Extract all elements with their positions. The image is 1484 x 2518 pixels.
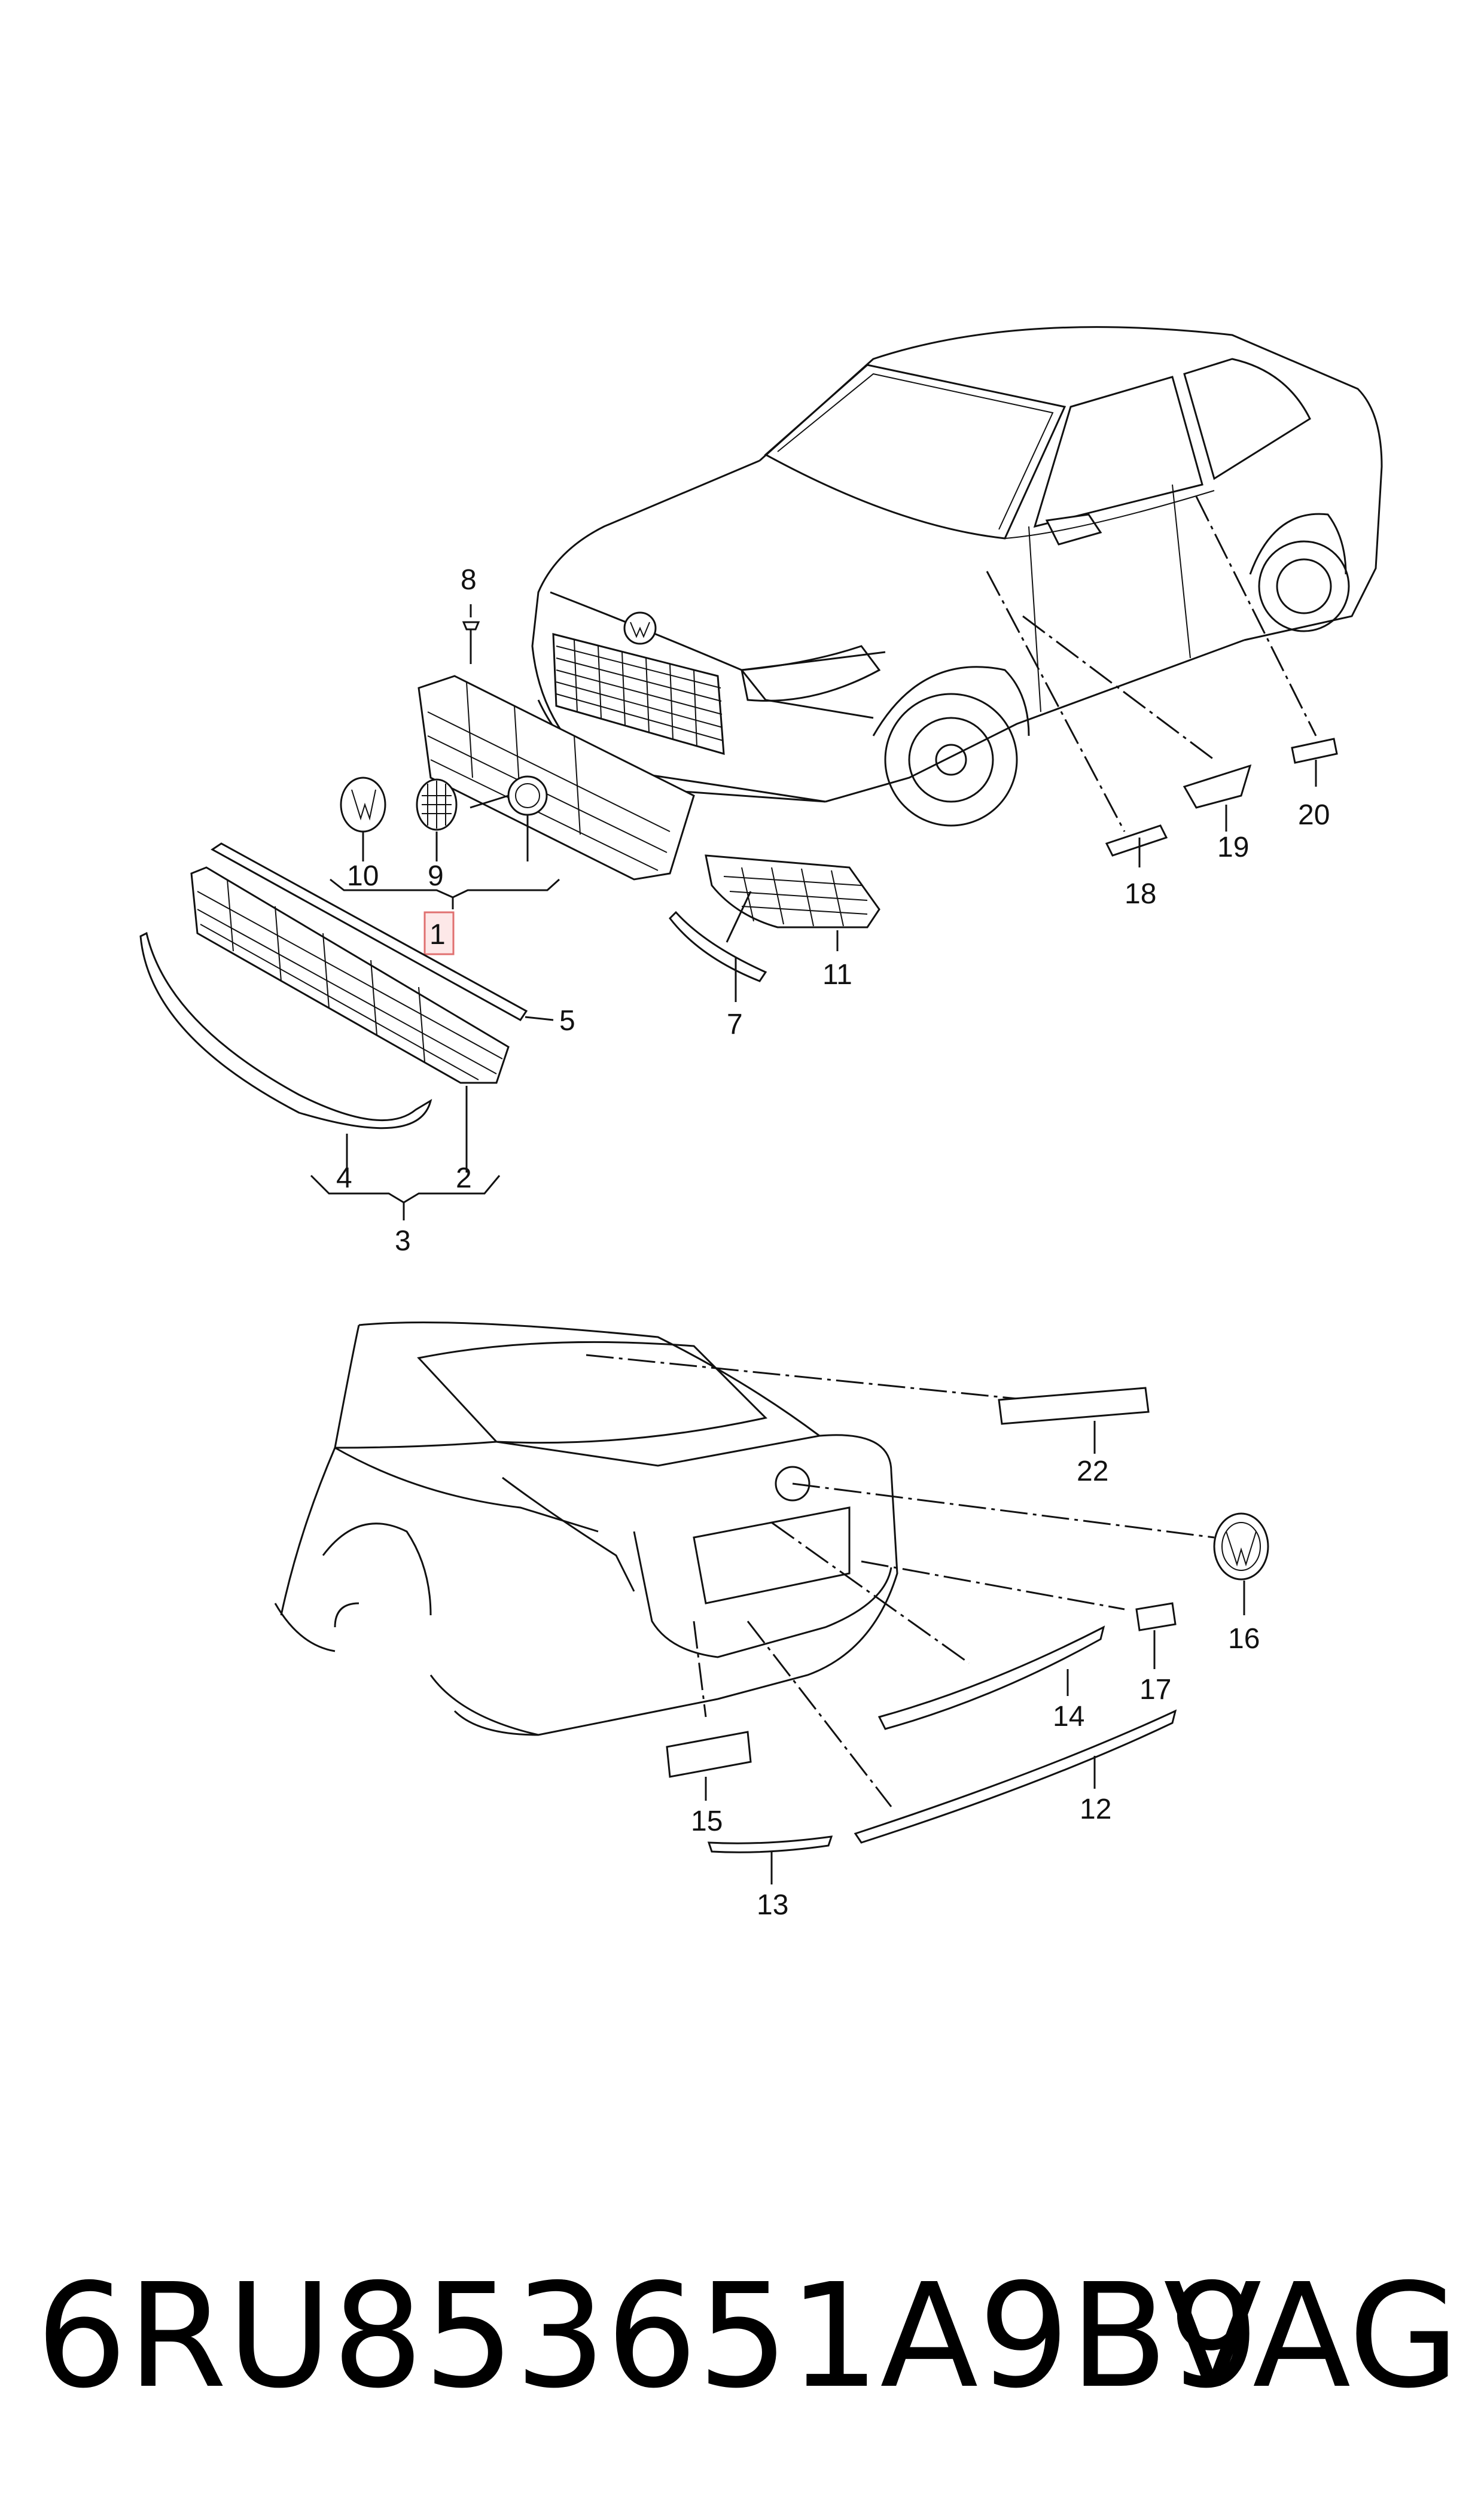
callout-10: 10 <box>347 860 379 892</box>
callout-labels: 8 10 9 1 5 11 7 4 2 3 18 19 20 22 16 14 … <box>336 564 1330 1921</box>
upper-grille-part <box>418 675 695 881</box>
callout-8: 8 <box>461 564 477 596</box>
callout-7: 7 <box>727 1009 743 1040</box>
part-number: 6RU853651A9B9 <box>36 2252 1260 2420</box>
emblem-part-10 <box>340 777 386 833</box>
rear-leader-lines <box>586 1354 1215 1807</box>
screw-part-8 <box>462 604 480 664</box>
front-car-illustration <box>531 326 1383 827</box>
fog-grille-part-11 <box>705 854 880 951</box>
trim-strip-part-5 <box>211 842 554 1021</box>
brand-label: VAG <box>1163 2252 1459 2420</box>
callout-19: 19 <box>1217 832 1249 863</box>
emblem-part-16 <box>1213 1512 1269 1615</box>
group-bracket-1 <box>330 794 560 955</box>
callout-3: 3 <box>395 1225 411 1257</box>
emblem-strip-part-18 <box>1105 824 1168 867</box>
group-bracket-3 <box>310 1174 501 1220</box>
callout-9: 9 <box>428 860 444 892</box>
lower-grille-part-2 <box>190 866 510 1173</box>
lower-trim-part-4 <box>139 931 432 1173</box>
callout-22: 22 <box>1077 1456 1108 1487</box>
callout-13: 13 <box>757 1889 788 1921</box>
trim-bar-part-22 <box>998 1387 1150 1454</box>
emblem-strip-part-19 <box>1183 764 1252 832</box>
callout-20: 20 <box>1298 799 1330 831</box>
footer: 6RU853651A9B9 VAG <box>36 2258 1459 2414</box>
emblem-strip-part-20 <box>1291 738 1338 787</box>
trim-strip-part-13 <box>707 1835 833 1884</box>
highlight-box-1 <box>423 911 455 955</box>
callout-11: 11 <box>822 959 852 991</box>
callout-12: 12 <box>1080 1794 1111 1825</box>
callout-1: 1 <box>429 919 446 951</box>
emblem-part-9 <box>416 778 458 831</box>
front-leader-lines <box>986 496 1317 832</box>
emblem-strip-part-15 <box>666 1731 752 1801</box>
rear-car-illustration <box>274 1322 898 1736</box>
callout-5: 5 <box>559 1005 575 1037</box>
callout-14: 14 <box>1053 1701 1084 1733</box>
trim-strip-part-12 <box>854 1709 1177 1844</box>
callout-18: 18 <box>1125 878 1156 910</box>
chrome-strip-part-7 <box>669 891 767 1002</box>
callout-17: 17 <box>1139 1674 1171 1706</box>
callout-4: 4 <box>336 1162 352 1194</box>
trim-strip-part-14 <box>877 1625 1105 1730</box>
front-grille-mesh <box>556 640 724 747</box>
callout-16: 16 <box>1228 1623 1260 1655</box>
callout-15: 15 <box>691 1805 723 1837</box>
callout-2: 2 <box>456 1162 472 1194</box>
emblem-strip-part-17 <box>1135 1602 1177 1669</box>
